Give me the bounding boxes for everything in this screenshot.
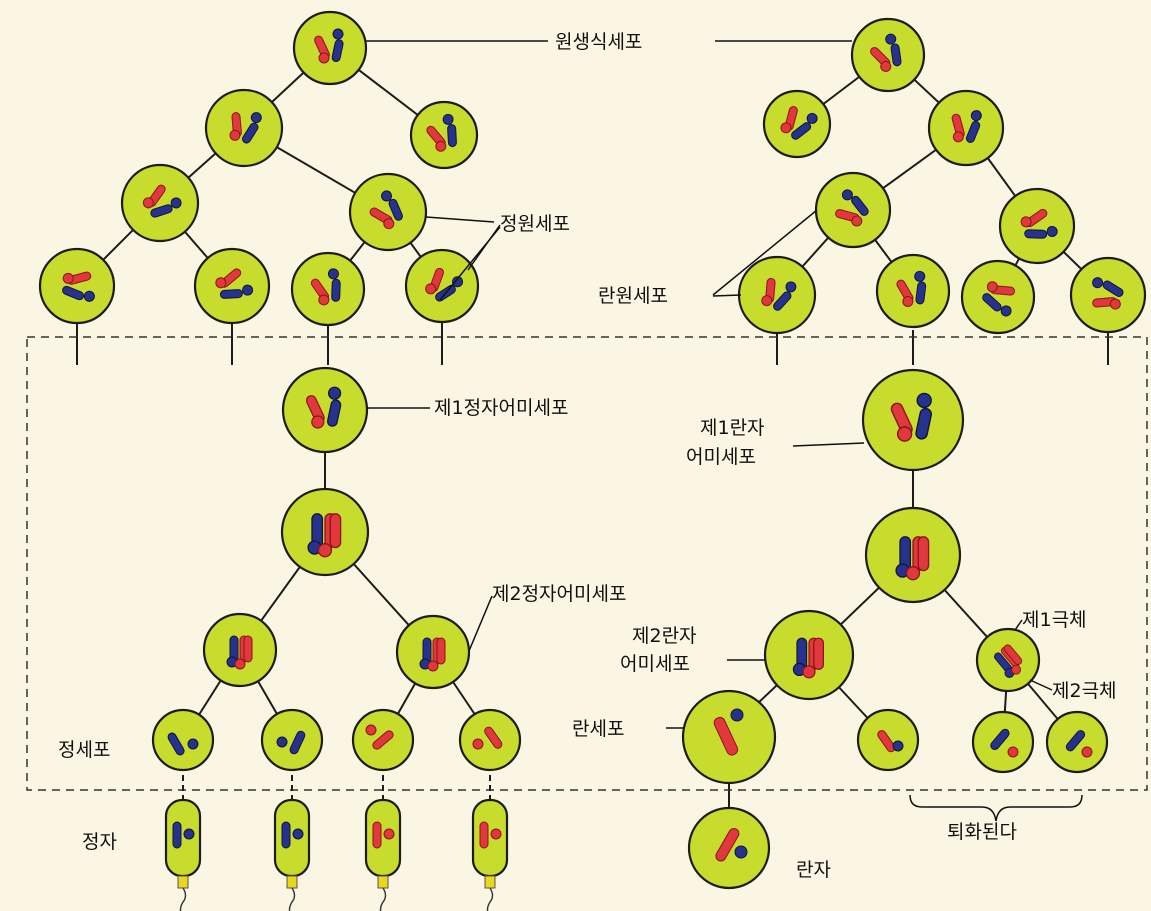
ovum-label: 란자 (796, 859, 831, 881)
secondary-spermatocyte-cell (395, 614, 471, 690)
oogonium-cell (737, 255, 817, 335)
spermatogonium-cell (193, 247, 271, 325)
spermatid-cell (458, 708, 522, 772)
degenerate-label: 퇴화된다 (947, 821, 1017, 843)
secondary-spermatocyte-label: 제2정자어미세포 (492, 583, 626, 605)
first-polar-body-cell (975, 627, 1041, 693)
primary-spermatocyte-label: 제1정자어미세포 (434, 397, 568, 419)
oogonium-cell (875, 253, 951, 329)
ootid-label: 란세포 (572, 718, 624, 740)
labels: 원생식세포 정원세포 란원세포 제1정자어미세포 제1란자 어미세포 제2정자어… (58, 31, 1117, 881)
sperm-cell (164, 798, 202, 911)
primary-spermatocyte-dividing-cell (280, 487, 370, 577)
degenerate-bracket (909, 794, 1083, 822)
male-lineage (38, 10, 522, 772)
sperm-label: 정자 (82, 831, 117, 853)
sperm-cell (364, 798, 402, 911)
second-polar-body-cell (1045, 710, 1109, 774)
second-polar-body-cell (971, 710, 1035, 774)
female-cell (762, 89, 832, 159)
polar-body-cell (856, 708, 920, 772)
secondary-oocyte-cell (763, 609, 855, 701)
spermatogonium-cell (348, 172, 428, 252)
sperm-row (164, 798, 509, 911)
primary-oocyte-cell (861, 368, 965, 472)
label-pointers (366, 40, 1053, 729)
male-cell (409, 100, 479, 170)
primary-oocyte-label-line1: 제1란자 (700, 417, 765, 439)
spermatogonia-label: 정원세포 (500, 213, 570, 235)
primordial-germ-cell-female (850, 17, 926, 93)
spermatogonium-cell (290, 251, 366, 327)
primary-spermatocyte-cell (281, 366, 369, 454)
secondary-oocyte-label-line2: 어미세포 (620, 653, 690, 675)
male-cell (204, 88, 284, 168)
ovum-cell (687, 806, 771, 890)
first-polar-body-label: 제1극체 (1022, 609, 1087, 631)
spermatogonium-cell (404, 248, 480, 324)
secondary-oocyte-label-line1: 제2란자 (632, 625, 697, 647)
female-cell (1069, 256, 1147, 334)
meiosis-region-frame (26, 336, 1148, 791)
spermatid-cell (151, 708, 215, 772)
primordial-germ-cell-label: 원생식세포 (555, 31, 642, 53)
spermatid-label: 정세포 (58, 739, 110, 761)
female-cell (998, 187, 1076, 265)
oogonia-label: 란원세포 (598, 285, 668, 307)
primary-oocyte-label-line2: 어미세포 (686, 446, 756, 468)
spermatid-cell (260, 708, 324, 772)
secondary-spermatocyte-cell (202, 612, 278, 688)
female-lineage (681, 17, 1147, 890)
spermatid-cell (351, 708, 415, 772)
ootid-cell (681, 689, 777, 785)
female-cell (960, 259, 1036, 335)
primordial-germ-cell-male (292, 10, 368, 86)
sperm-connectors (182, 765, 491, 800)
primary-oocyte-dividing-cell (864, 506, 962, 604)
male-cell (120, 163, 200, 243)
oogonium-cell (814, 171, 892, 249)
second-polar-body-label: 제2극체 (1052, 680, 1117, 702)
female-cell (927, 89, 1005, 167)
spermatogonium-cell (38, 247, 116, 325)
sperm-cell (273, 798, 311, 911)
sperm-cell (471, 798, 509, 911)
